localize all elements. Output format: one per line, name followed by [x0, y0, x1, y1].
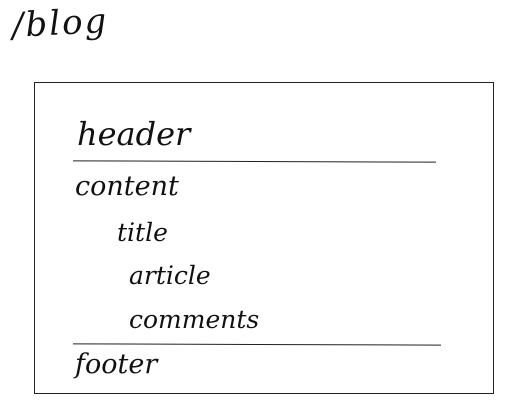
content-comments-label: comments	[129, 305, 260, 334]
header-section-label: header	[77, 115, 191, 153]
content-article-label: article	[129, 261, 211, 290]
footer-divider	[72, 343, 442, 346]
header-divider	[72, 160, 437, 163]
content-title-label: title	[117, 218, 168, 247]
content-section-label: content	[75, 171, 179, 202]
page-layout-box: header content title article comments fo…	[34, 82, 494, 394]
footer-section-label: footer	[75, 349, 158, 380]
route-path-label: /blog	[10, 0, 110, 46]
